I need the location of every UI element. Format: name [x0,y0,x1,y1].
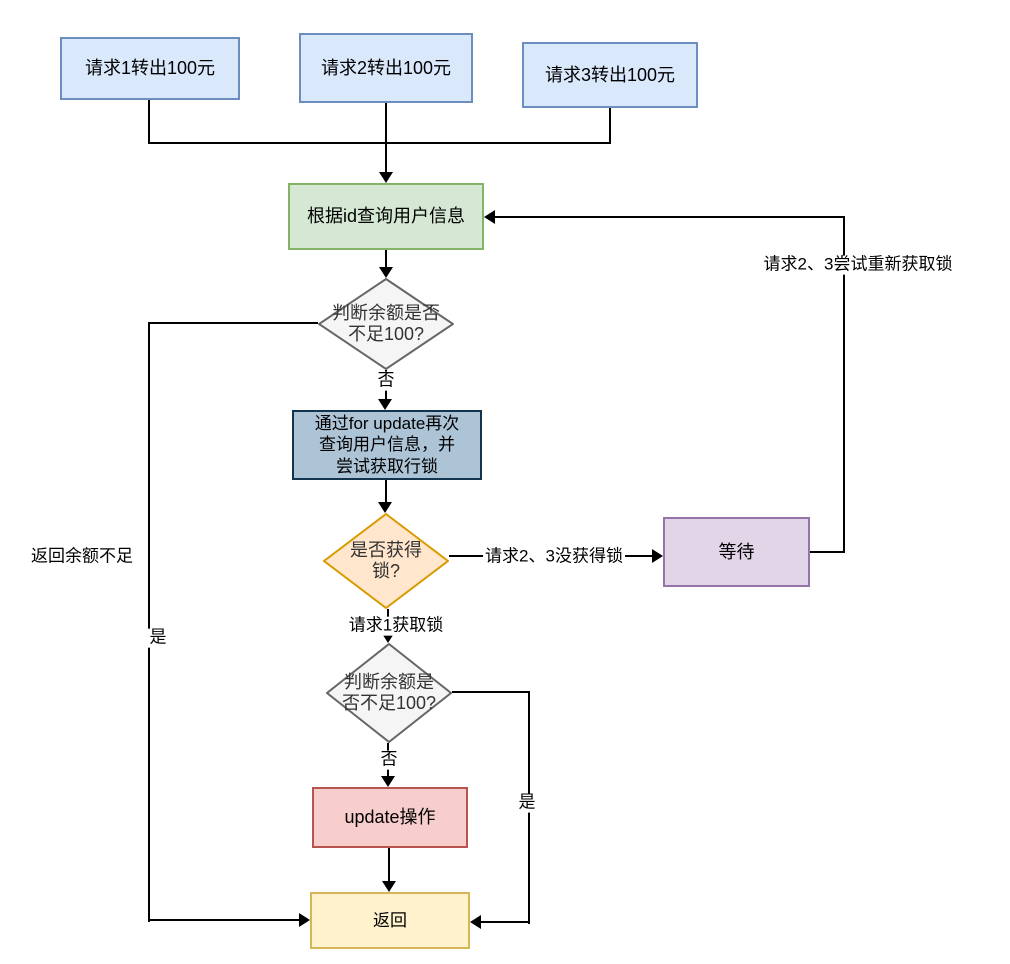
process-wait-box: 等待 [663,517,810,587]
edge-req3-down [609,108,611,144]
process-request2-label: 请求2转出100元 [320,57,452,78]
arrowhead-into-return-left [299,913,310,927]
edge-update-to-return [388,848,390,881]
edge-check2-yes-out [452,691,530,693]
process-update-op-box: update操作 [312,787,468,848]
edge-merge-right [386,142,611,144]
edge-forupdate-to-gotlock [385,480,387,503]
edge-retry-rail-up [843,216,845,553]
edge-label-req23-no-lock: 请求2、3没获得锁 [483,546,625,567]
arrowhead-into-update-top [381,776,395,787]
edge-left-rail-to-return [148,919,299,921]
edge-label-req23-retry: 请求2、3尝试重新获取锁 [761,254,955,275]
process-request3-label: 请求3转出100元 [544,64,676,85]
arrowhead-into-forupdate-top [378,399,392,410]
edge-check1-yes-out [150,322,318,324]
edge-req1-down [148,100,150,144]
process-request1-label: 请求1转出100元 [84,58,216,79]
edge-label-no-2: 否 [378,749,400,770]
arrowhead-into-query-top [379,172,393,183]
arrowhead-into-query-right [484,210,495,224]
process-request2-box: 请求2转出100元 [299,33,473,103]
edge-right-rail-to-return [481,921,528,923]
decision-got-lock-shape [323,513,449,609]
edge-label-yes-left: 是 [147,627,169,648]
decision-balance-check1-label: 判断余额是否 不足100? [332,303,440,344]
edge-retry-top [495,216,845,218]
edge-trunk-to-query [385,103,387,173]
decision-balance-check1-shape [318,278,454,370]
process-request1-box: 请求1转出100元 [60,37,240,100]
edge-label-req1-got-lock: 请求1获取锁 [346,615,446,636]
edge-label-no-1: 否 [375,370,397,391]
process-return-label: 返回 [373,910,407,930]
edge-merge-left [148,142,388,144]
arrowhead-into-return-top [382,881,396,892]
process-wait-label: 等待 [718,541,755,562]
process-for-update-label: 通过for update再次 查询用户信息，并 尝试获取行锁 [314,414,460,476]
process-query-user-box: 根据id查询用户信息 [288,183,484,250]
decision-balance-check2-label: 判断余额是 否不足100? [341,672,437,713]
edge-wait-out [810,551,845,553]
arrowhead-into-return-right [470,915,481,929]
process-return-box: 返回 [310,892,470,949]
edge-label-yes-right: 是 [516,792,538,813]
process-update-op-label: update操作 [344,807,436,828]
arrowhead-into-check2-top [381,632,395,643]
edge-query-to-check1 [385,250,387,268]
arrowhead-into-gotlock-top [378,502,392,513]
process-for-update-box: 通过for update再次 查询用户信息，并 尝试获取行锁 [292,410,482,480]
edge-left-rail-down [148,322,150,922]
decision-balance-check2-shape [326,643,452,743]
process-request3-box: 请求3转出100元 [522,42,698,108]
edge-label-return-insufficient: 返回余额不足 [29,546,135,567]
decision-got-lock-label: 是否获得 锁? [350,540,422,581]
process-query-user-label: 根据id查询用户信息 [306,206,465,227]
arrowhead-into-check1-top [379,267,393,278]
arrowhead-into-wait-left [652,549,663,563]
